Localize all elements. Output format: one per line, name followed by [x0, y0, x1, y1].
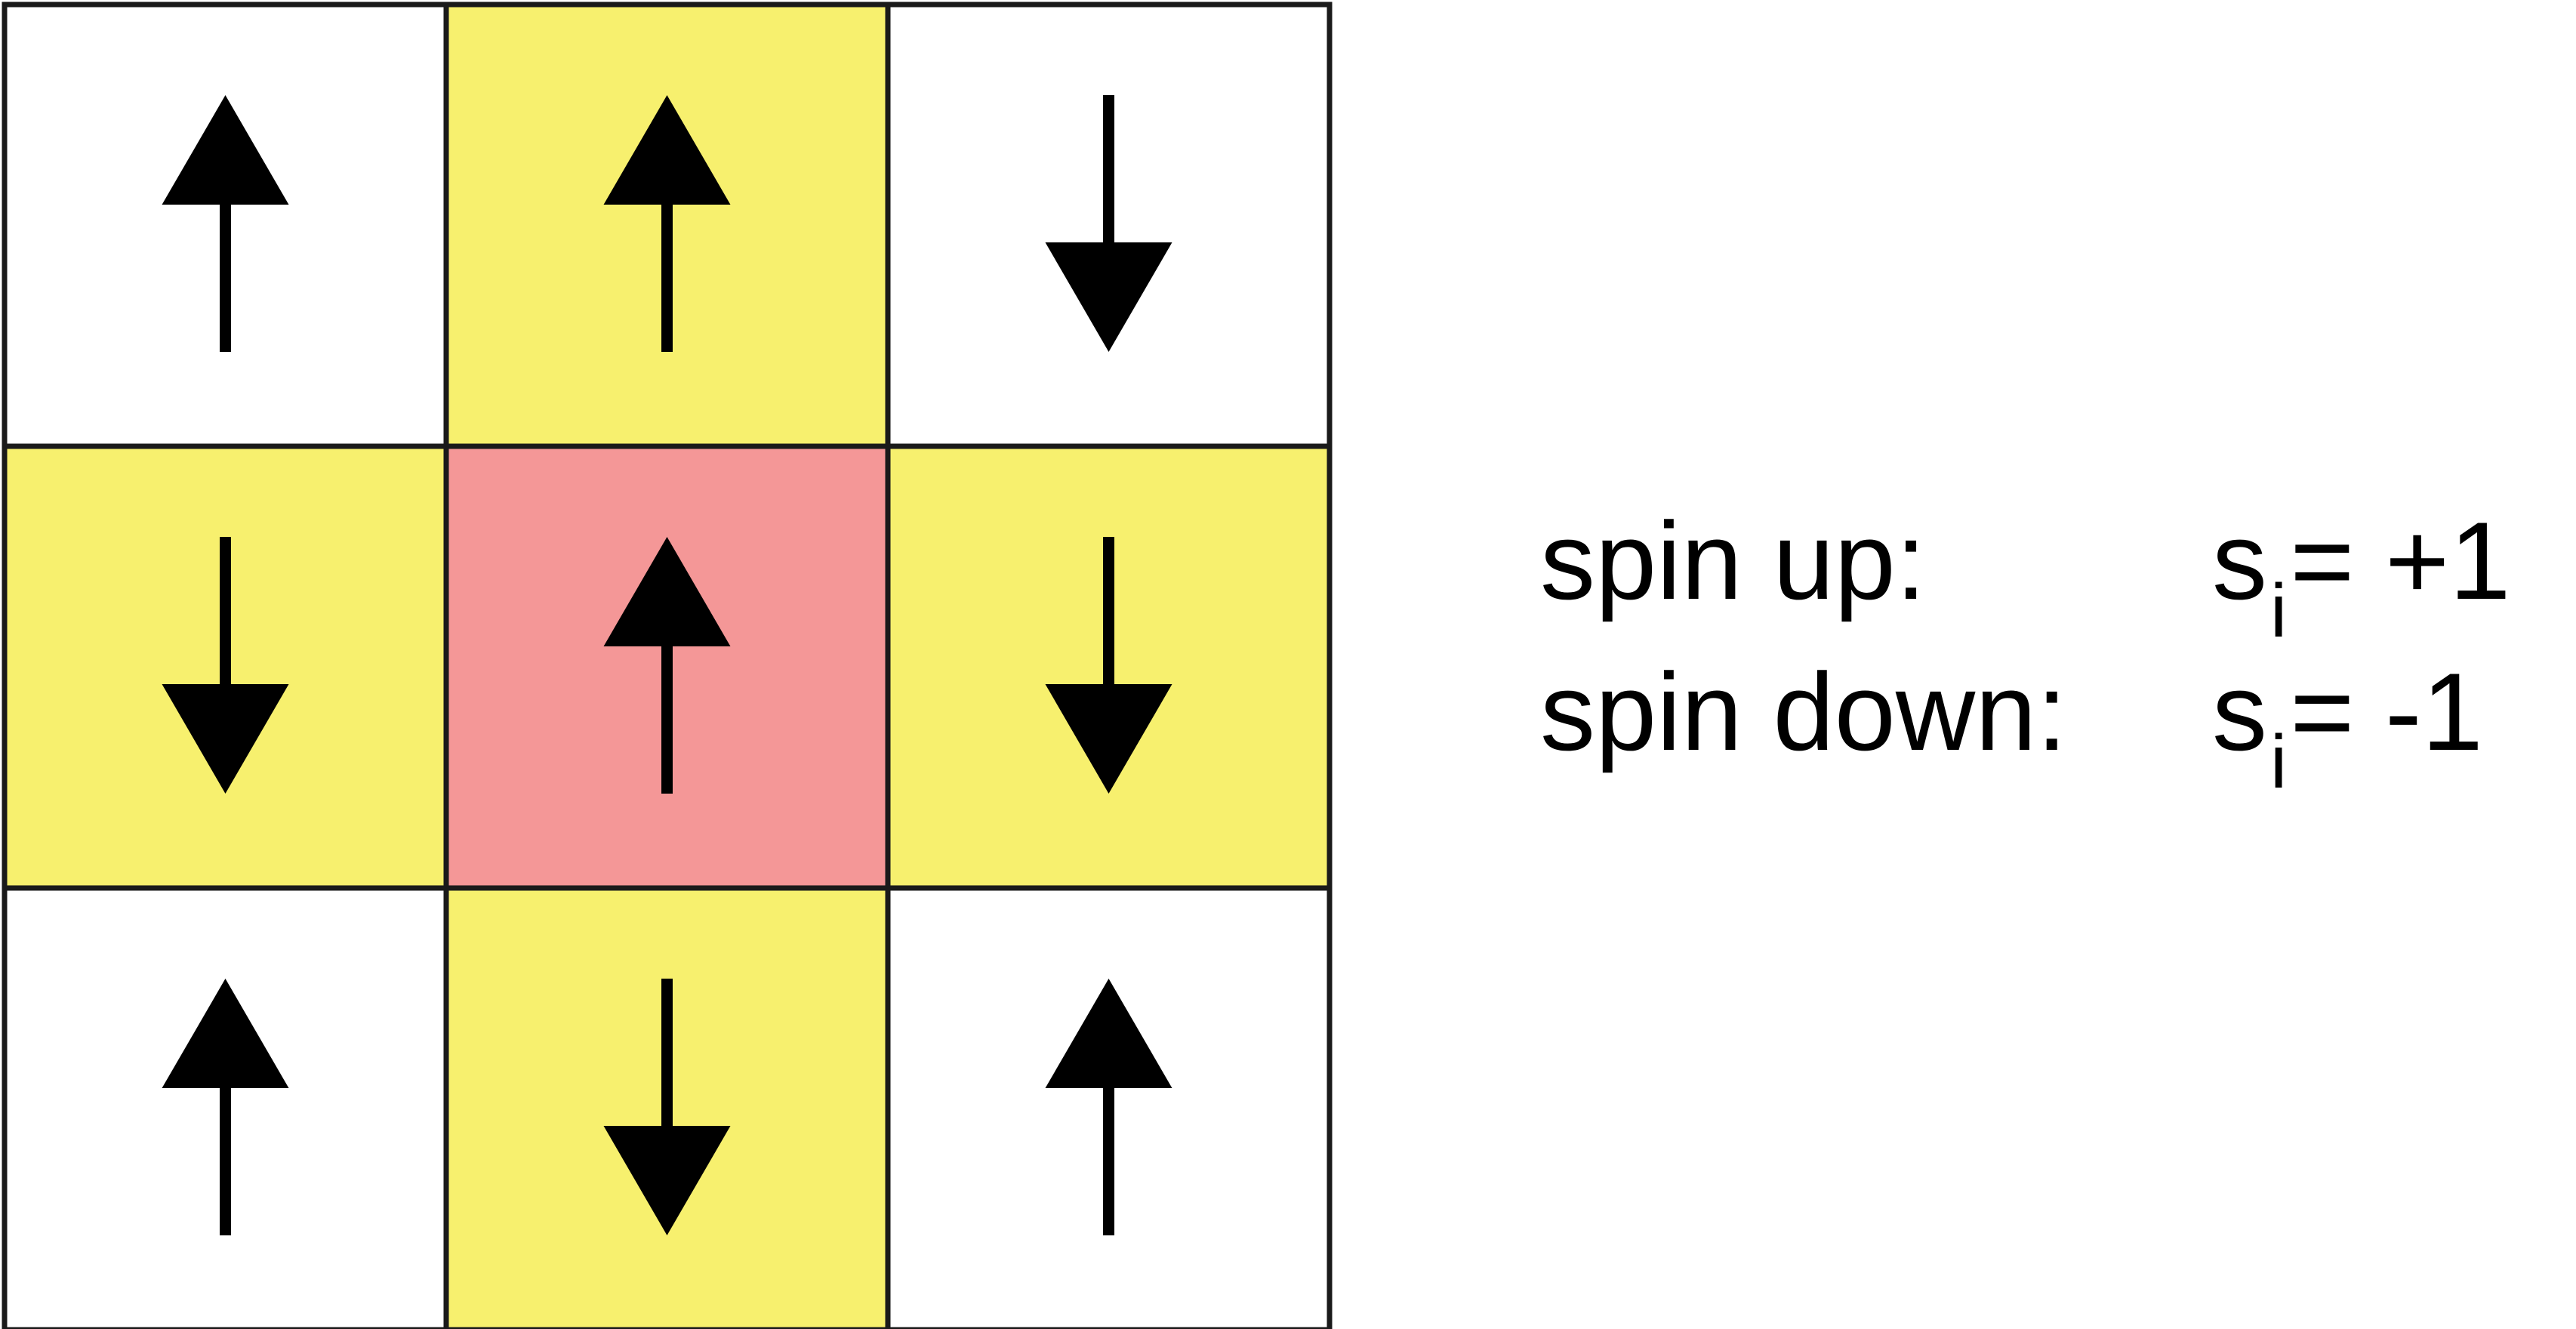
lattice-cell-r1-c1 — [443, 443, 891, 891]
lattice-cell-r0-c1 — [443, 2, 891, 449]
lattice-cell-r0-c2 — [885, 2, 1333, 449]
spin-up-arrow-shaft — [220, 203, 231, 352]
spin-up-arrow-icon — [1045, 979, 1172, 1088]
lattice-cell-r2-c2 — [885, 885, 1333, 1329]
spin-down-arrow-icon — [603, 1126, 731, 1235]
spin-down-value: = -1 — [2290, 650, 2483, 773]
spin-up-arrow-shaft — [661, 645, 673, 794]
spin-lattice — [2, 2, 1333, 1329]
neighbor-site-background — [443, 885, 891, 1329]
spin-down-label: spin down: — [1540, 650, 2067, 773]
spin-down-subscript: i — [2270, 720, 2288, 804]
spin-down-arrow-icon — [162, 684, 289, 794]
spin-down-arrow-shaft — [661, 979, 673, 1127]
spin-down-symbol: s — [2212, 650, 2267, 773]
spin-up-arrow-shaft — [1103, 1087, 1114, 1235]
spin-down-arrow-icon — [1045, 242, 1172, 352]
lattice-cell-r1-c0 — [2, 443, 449, 891]
lattice-cell-r2-c0 — [2, 885, 449, 1329]
lattice-cell-r0-c0 — [2, 2, 449, 449]
lattice-cell-r2-c1 — [443, 885, 891, 1329]
spin-up-arrow-icon — [603, 95, 731, 205]
spin-up-arrow-shaft — [220, 1087, 231, 1235]
spin-down-arrow-shaft — [220, 537, 231, 686]
spin-up-symbol: s — [2212, 499, 2267, 622]
spin-up-arrow-shaft — [661, 203, 673, 352]
spin-up-subscript: i — [2270, 569, 2288, 653]
spin-down-arrow-icon — [1045, 684, 1172, 794]
spin-down-equation: si= -1 — [2212, 657, 2483, 800]
spin-up-equation: si= +1 — [2212, 506, 2511, 649]
spin-up-arrow-icon — [162, 979, 289, 1088]
spin-up-arrow-icon — [603, 537, 731, 646]
lattice-cell-r1-c2 — [885, 443, 1333, 891]
spin-up-arrow-icon — [162, 95, 289, 205]
spin-down-arrow-shaft — [1103, 95, 1114, 244]
spin-up-value: = +1 — [2290, 499, 2511, 622]
spin-up-label: spin up: — [1540, 499, 1927, 622]
spin-down-arrow-shaft — [1103, 537, 1114, 686]
